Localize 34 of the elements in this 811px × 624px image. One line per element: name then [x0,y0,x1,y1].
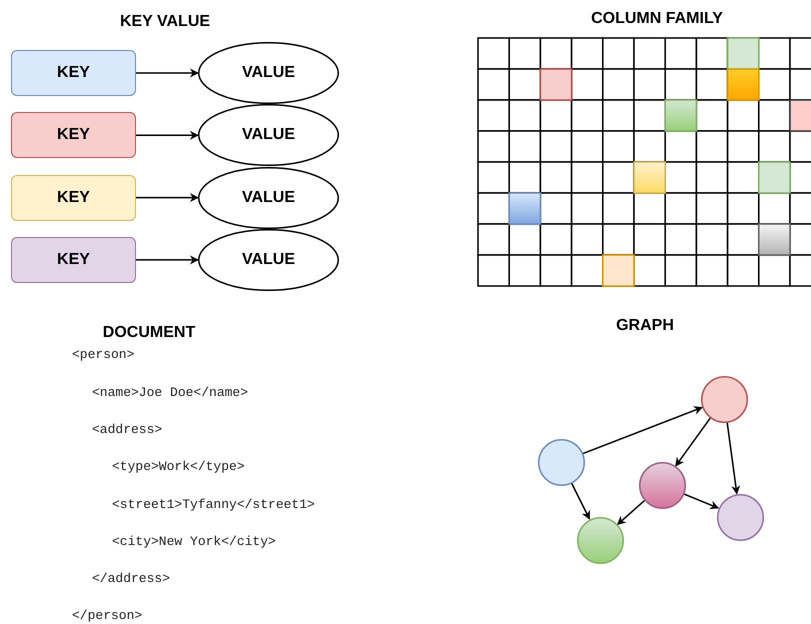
arrow [136,68,199,78]
key-box [11,174,136,221]
arrow [675,418,711,467]
arrow [582,406,703,454]
arrow [136,255,199,264]
arrow [136,193,199,202]
key-label: KEY [57,126,90,144]
arrow [683,493,720,510]
arrow [616,500,645,525]
code-line: <name>Joe Doe</name> [92,385,248,400]
value-label: VALUE [242,64,296,82]
section-heading: DOCUMENT [102,324,196,342]
section-heading: GRAPH [616,317,674,335]
arrow [136,130,199,140]
key-label: KEY [57,188,90,207]
code-line: <address> [92,422,162,437]
key-label: KEY [57,250,90,269]
code-line: <person> [72,347,134,362]
key-box [11,50,136,96]
value-label: VALUE [242,126,296,144]
section-heading: COLUMN FAMILY [591,10,723,28]
key-box [11,236,136,283]
key-box [11,112,136,158]
code-line: <type>Work</type> [112,459,245,474]
code-line: <city>New York</city> [112,534,276,549]
key-label: KEY [57,64,90,82]
section-heading: KEY VALUE [120,13,210,31]
arrow [570,482,590,520]
code-line: </address> [92,571,170,586]
value-label: VALUE [242,188,296,207]
value-label: VALUE [242,250,296,269]
arrow [726,422,740,495]
code-line: <street1>Tyfanny</street1> [112,497,315,512]
code-line: </person> [72,608,142,623]
